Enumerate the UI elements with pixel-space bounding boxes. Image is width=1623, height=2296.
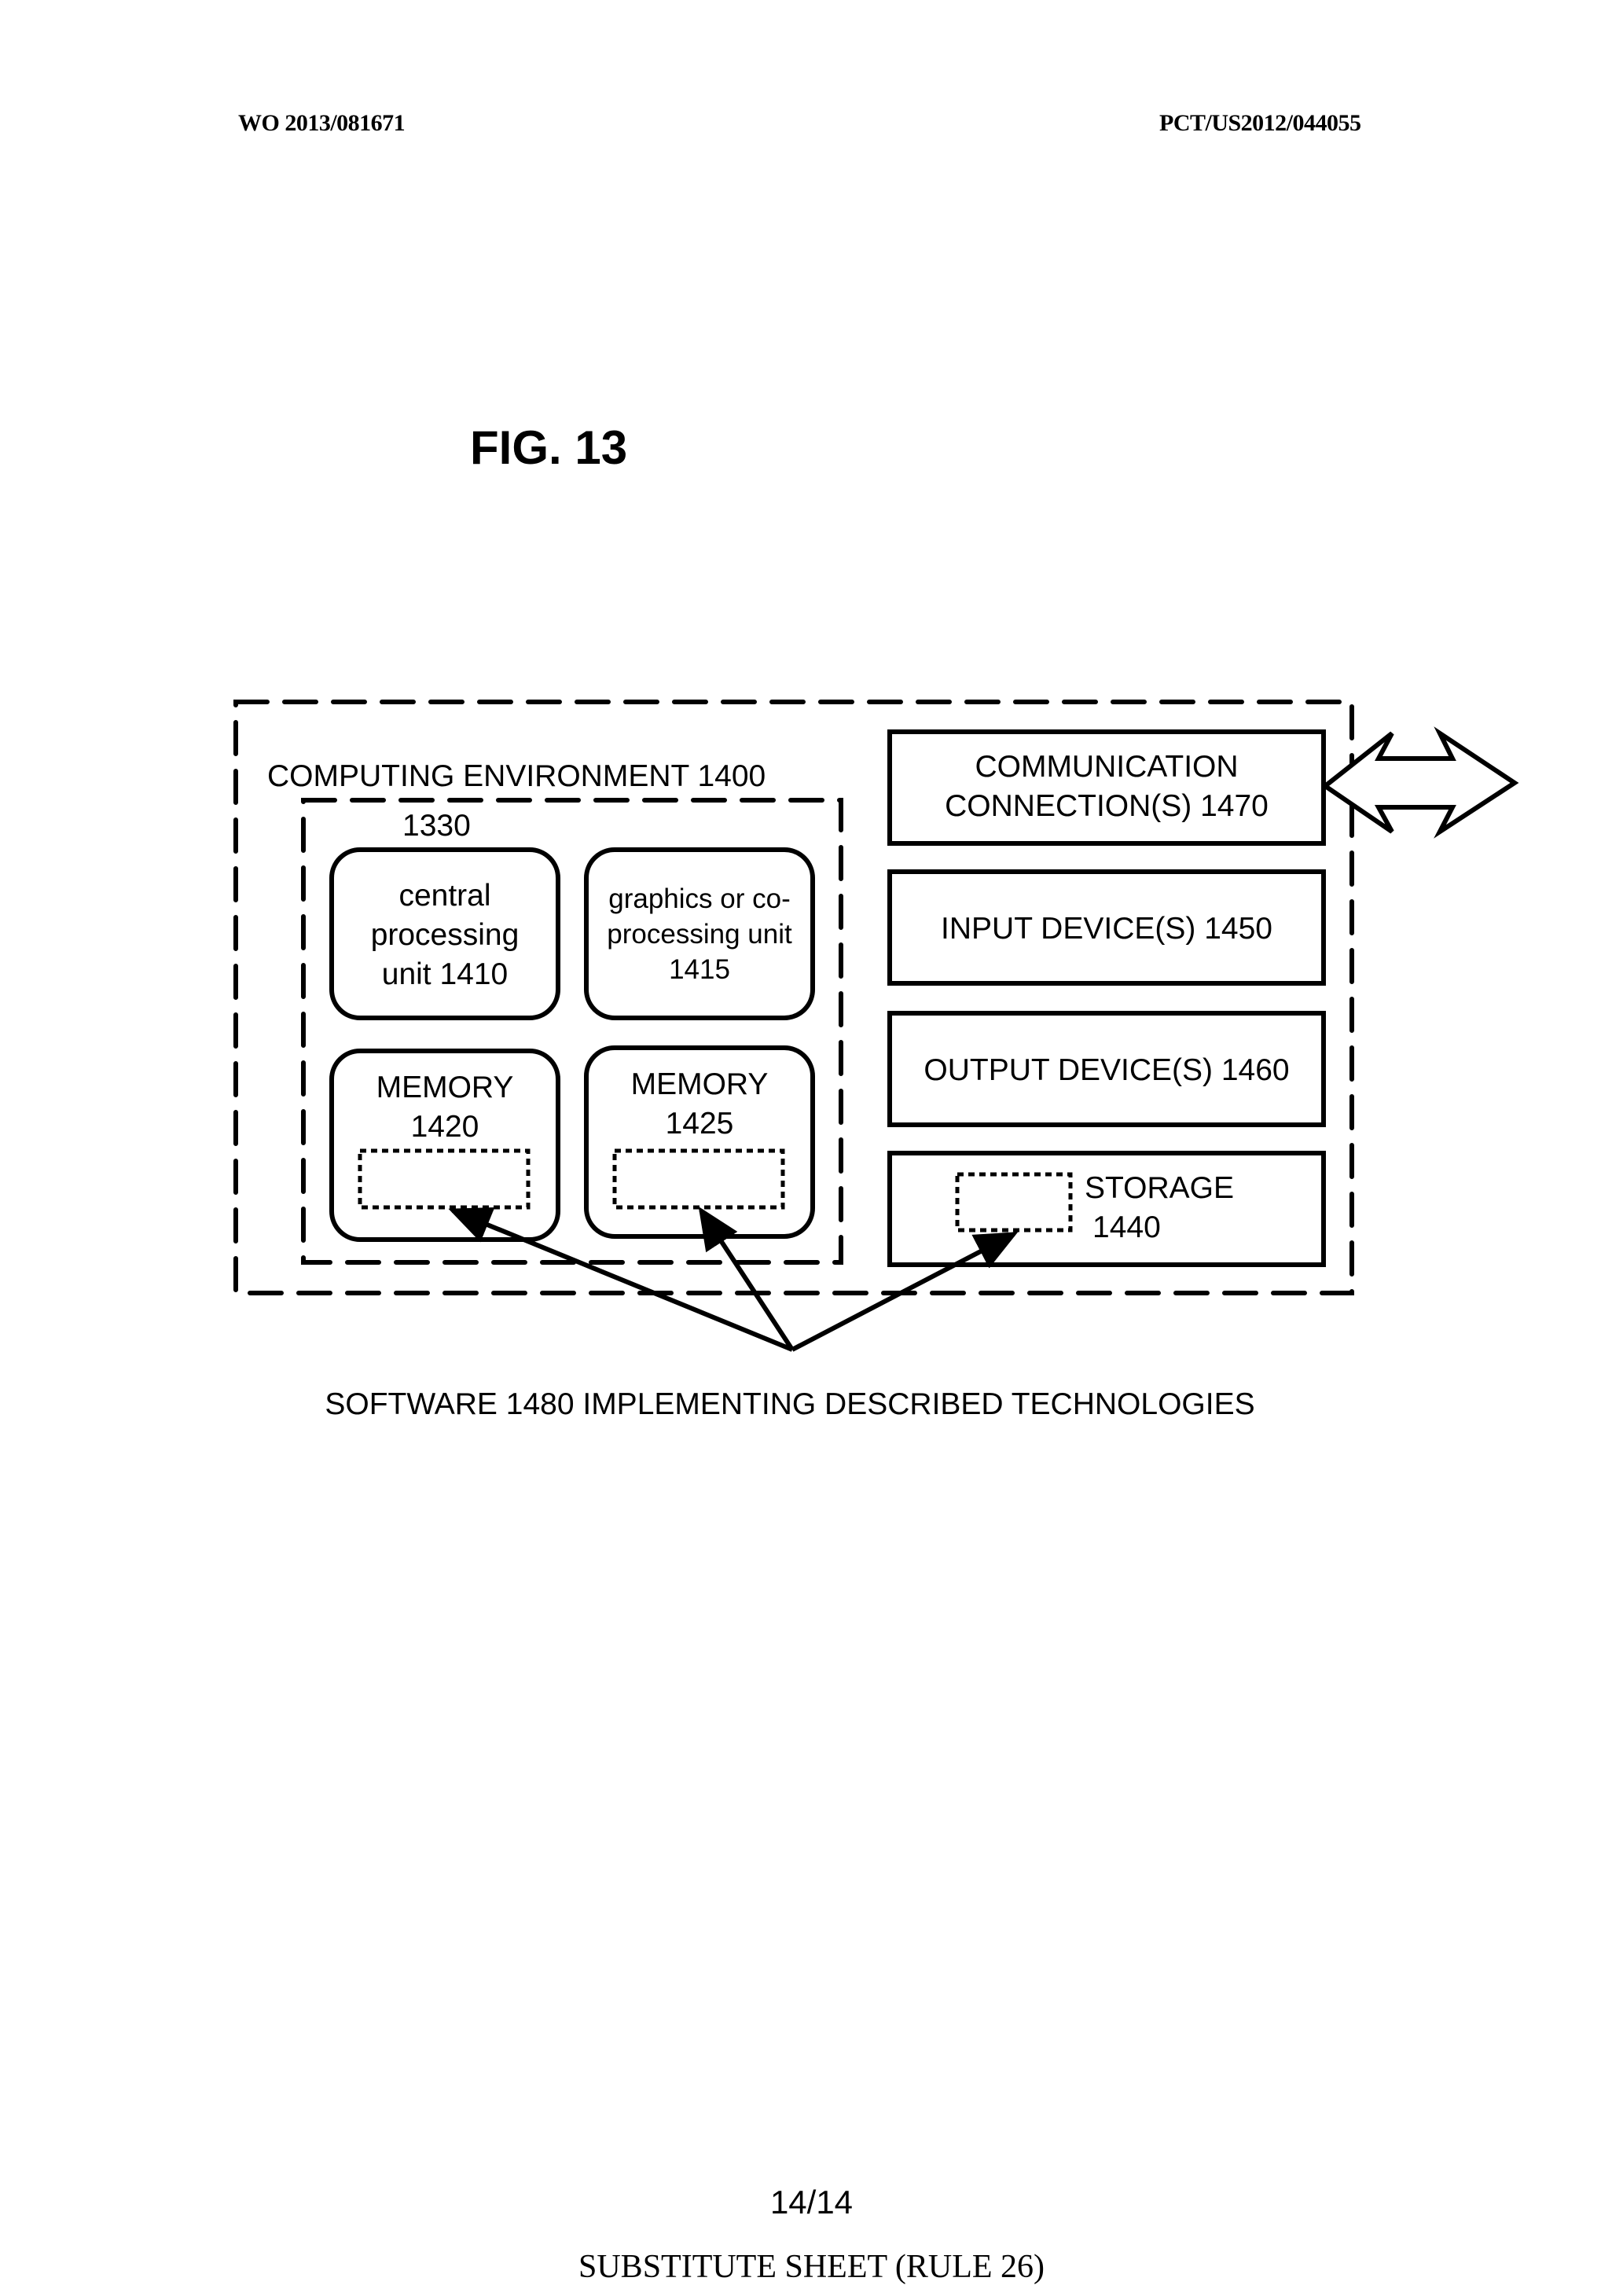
substitute-sheet-note: SUBSTITUTE SHEET (RULE 26) [578,2249,1045,2285]
cpu-label-line3: unit 1410 [382,957,508,991]
software-label: SOFTWARE 1480 IMPLEMENTING DESCRIBED TEC… [325,1387,1254,1421]
communication-connections-block: COMMUNICATION CONNECTION(S) 1470 [887,729,1326,846]
arrow-to-memory-1420 [448,1207,794,1352]
page-number: 14/14 [769,2184,854,2221]
computing-environment-boundary [233,700,1354,1295]
arrow-to-memory-1425 [698,1206,795,1351]
software-pointer-arrows [448,1206,1019,1352]
cpu-block: central processing unit 1410 [329,847,560,1020]
storage-block: STORAGE 1440 [887,1151,1326,1267]
gpu-label-line1: graphics or co- [608,884,790,914]
input-devices-label: INPUT DEVICE(S) 1450 [941,912,1272,946]
arrow-to-storage [791,1232,1019,1352]
memory-1420-software-slot [358,1148,531,1210]
communication-label-line1: COMMUNICATION [975,750,1238,784]
memory-1425-label-line2: 1425 [666,1107,734,1141]
publication-number: WO 2013/081671 [238,110,406,136]
cpu-label-line1: central [398,879,490,913]
memory-1425-block: MEMORY 1425 [584,1045,815,1239]
communication-label-line2: CONNECTION(S) 1470 [945,789,1269,823]
cpu-label-line2: processing [371,918,520,952]
double-headed-arrow-icon [1320,726,1519,839]
application-number: PCT/US2012/044055 [1159,110,1361,136]
memory-1420-block: MEMORY 1420 [329,1049,560,1242]
gpu-label-line3: 1415 [669,954,730,985]
gpu-block: graphics or co- processing unit 1415 [584,847,815,1020]
storage-label-line1: STORAGE [1085,1171,1234,1205]
memory-1420-label-line2: 1420 [411,1110,479,1144]
output-devices-block: OUTPUT DEVICE(S) 1460 [887,1011,1326,1127]
input-devices-block: INPUT DEVICE(S) 1450 [887,869,1326,986]
memory-1420-label-line1: MEMORY [376,1071,514,1104]
environment-label: COMPUTING ENVIRONMENT 1400 [267,759,766,793]
storage-label-line2: 1440 [1092,1210,1161,1244]
gpu-label-line2: processing unit [607,919,792,950]
figure-title: FIG. 13 [470,421,628,474]
storage-software-slot [955,1172,1073,1232]
core-group-boundary [301,798,843,1265]
core-group-label: 1330 [402,809,471,843]
memory-1425-label-line1: MEMORY [631,1067,769,1101]
output-devices-label: OUTPUT DEVICE(S) 1460 [923,1053,1289,1087]
